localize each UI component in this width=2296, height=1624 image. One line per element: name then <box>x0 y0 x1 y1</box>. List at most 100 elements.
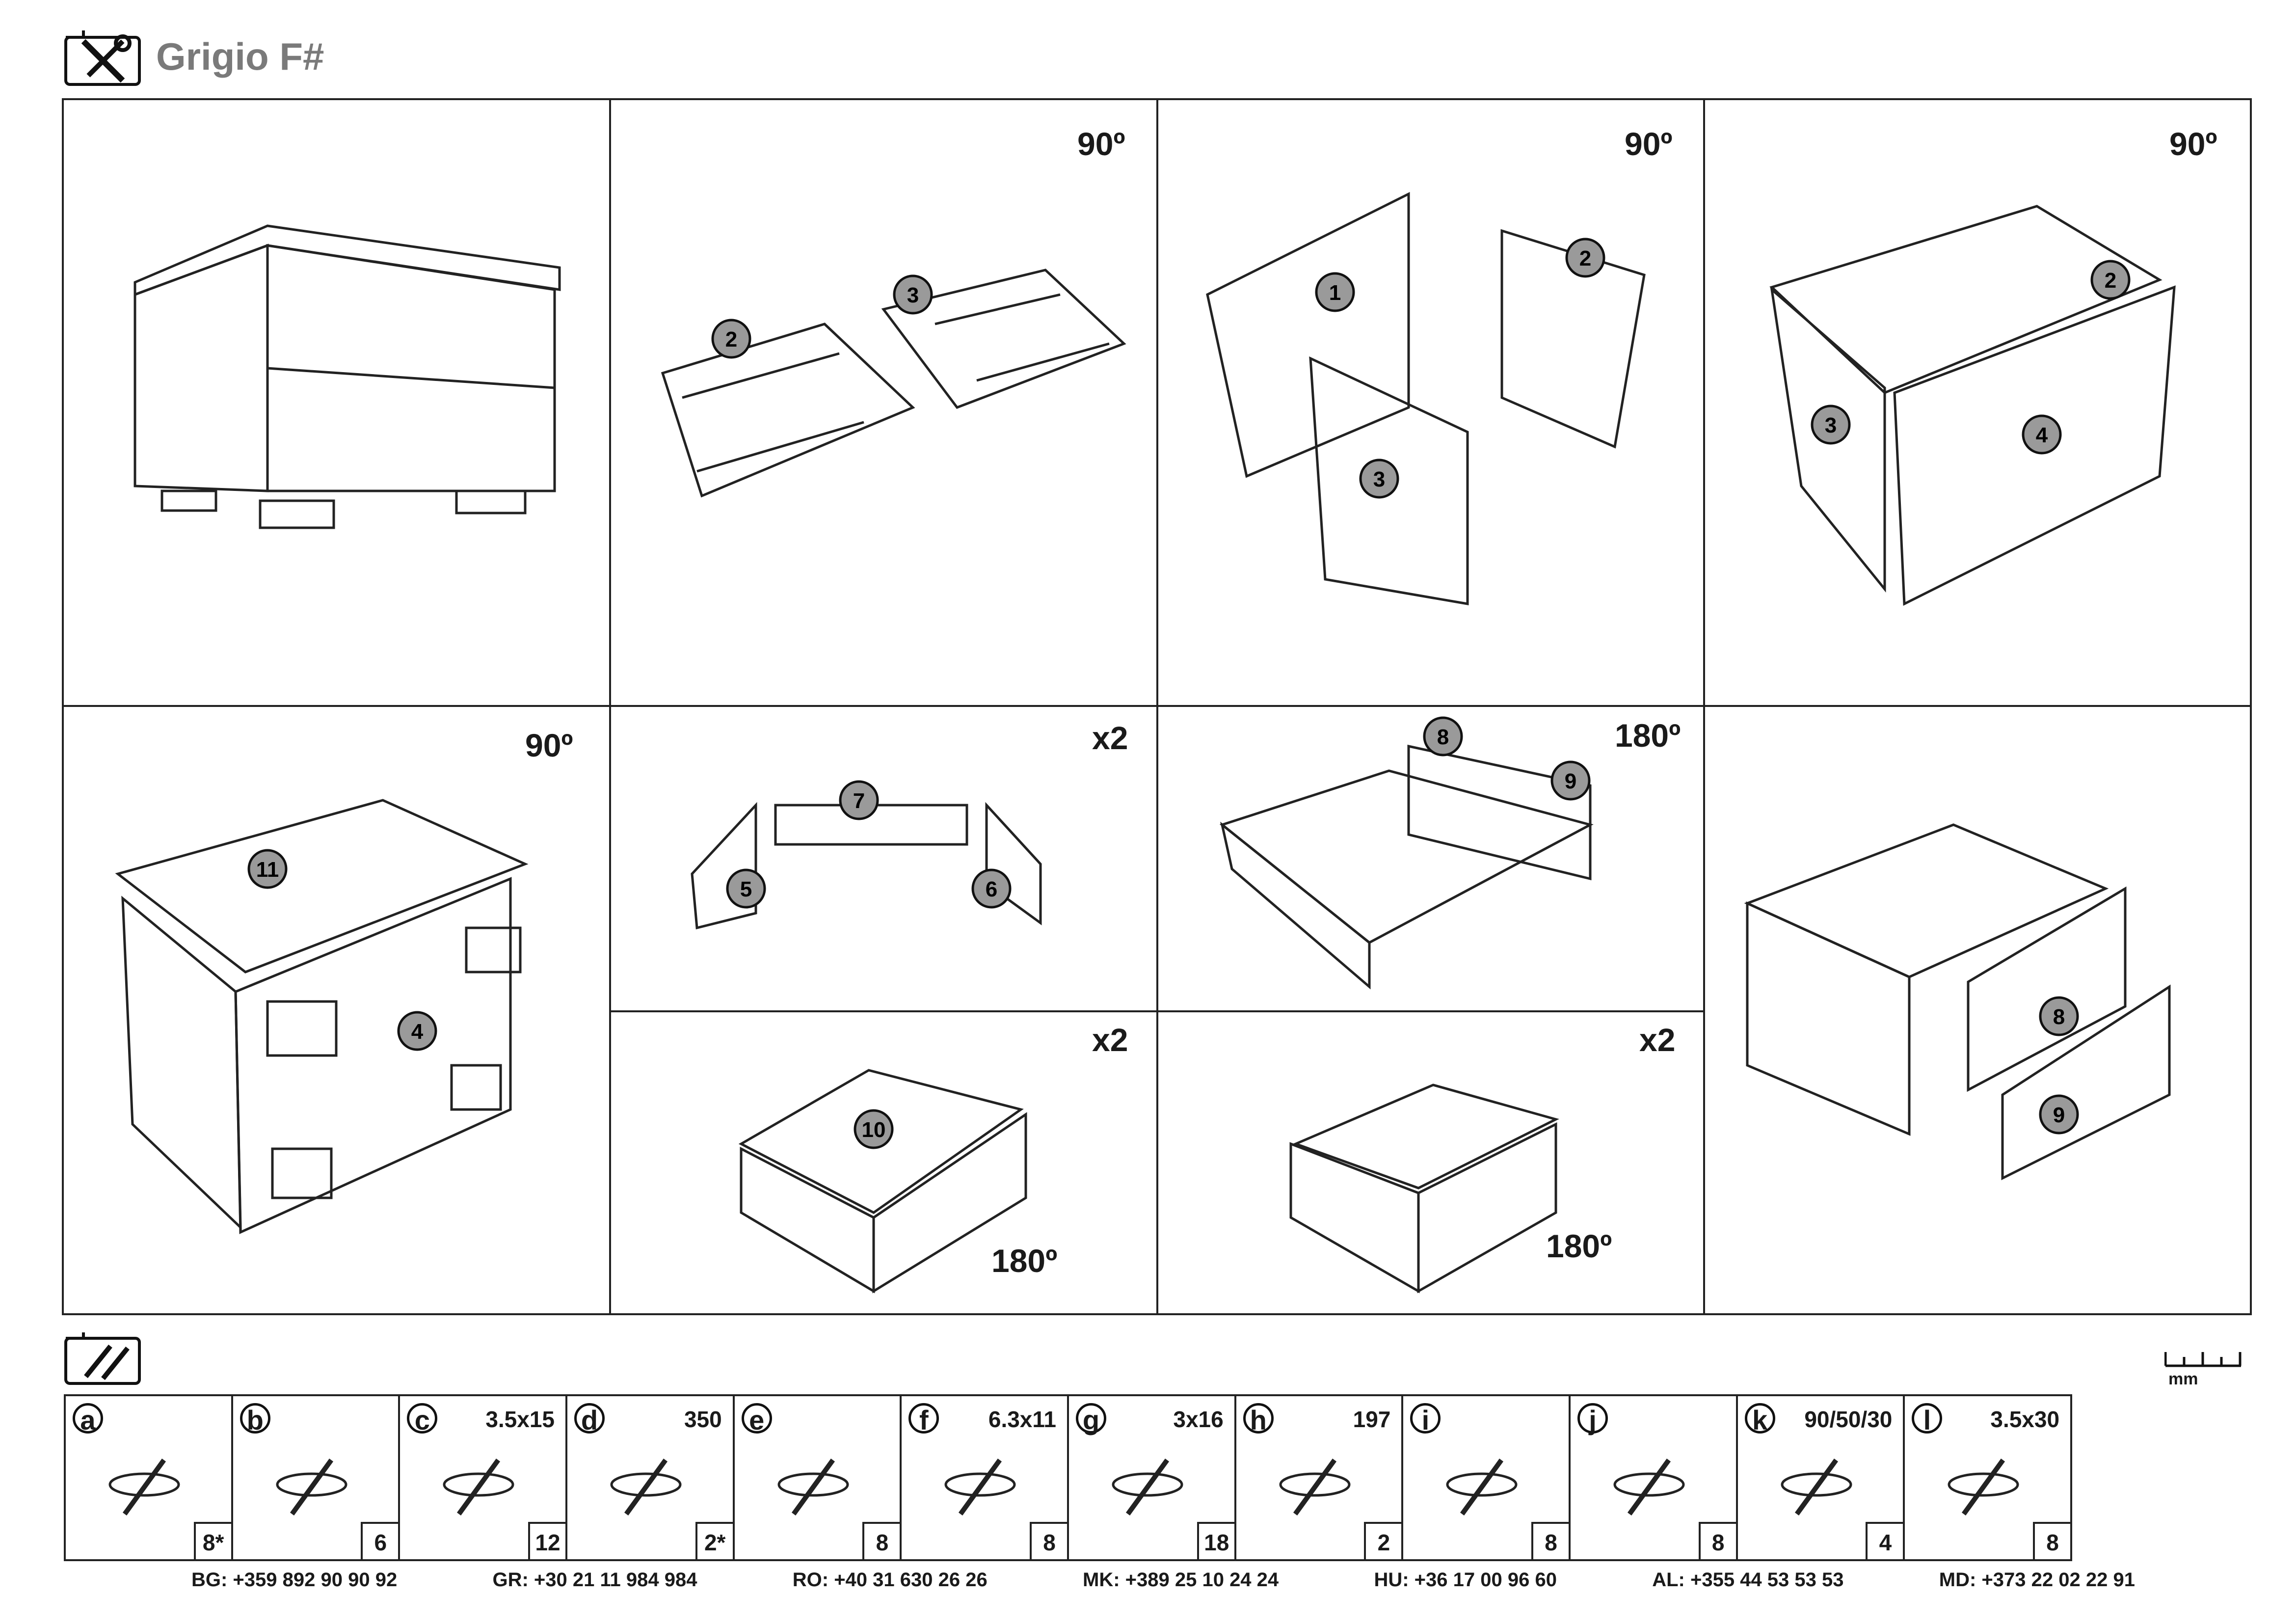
panel-number: 9 <box>2053 1103 2065 1127</box>
part-dimension: 3x16 <box>1173 1407 1224 1432</box>
screw-icon <box>443 1459 514 1516</box>
panel-number-bubble <box>1359 459 1399 499</box>
top-panel-and-feet <box>115 799 529 1234</box>
panel-number-bubble <box>1811 405 1851 445</box>
part-letter: i <box>1410 1403 1441 1435</box>
part-dimension: 90/50/30 <box>1804 1407 1893 1432</box>
tools-icon <box>64 30 141 86</box>
part-quantity: 12 <box>528 1522 566 1559</box>
panel-number-bubble <box>839 780 879 820</box>
product-title: Grigio F# <box>156 35 324 78</box>
panel-number: 11 <box>256 858 279 882</box>
part-quantity: 8 <box>1698 1522 1736 1559</box>
quantity-x2-label: x2 <box>1639 1022 1676 1058</box>
drawer-parts <box>691 802 1042 930</box>
phone-entry: HU: +36 17 00 96 60 <box>1374 1569 1557 1591</box>
rotate-90-label: 90º <box>525 727 573 763</box>
panel-number: 5 <box>740 877 752 901</box>
phone-entry: AL: +355 44 53 53 53 <box>1652 1569 1844 1591</box>
panel-number-bubble <box>2022 414 2062 455</box>
panel-number-bubble <box>397 1011 437 1051</box>
panel-number: 3 <box>1825 413 1837 437</box>
finished-cabinet <box>133 224 561 529</box>
ruler-icon <box>2164 1352 2242 1367</box>
part-letter: f <box>908 1403 939 1435</box>
panel-number: 1 <box>1329 281 1341 305</box>
part-quantity: 8 <box>1531 1522 1569 1559</box>
part-quantity: 2* <box>695 1522 733 1559</box>
panel-number: 7 <box>853 789 865 813</box>
long-screw-icon <box>777 1459 849 1516</box>
phone-entry: GR: +30 21 11 984 984 <box>492 1569 697 1591</box>
panel-number: 10 <box>862 1118 886 1142</box>
part-quantity: 8 <box>1030 1522 1068 1559</box>
part-letter: j <box>1577 1403 1608 1435</box>
part-f: f 6.3x11 8 <box>902 1396 1069 1559</box>
part-quantity: 2 <box>1364 1522 1402 1559</box>
side-panels-with-runners <box>661 269 1126 498</box>
drawer-handle-icon <box>1279 1459 1351 1516</box>
part-quantity: 6 <box>361 1522 399 1559</box>
screw-icon <box>1948 1459 2019 1516</box>
cam-lock-fitting-icon <box>108 1459 180 1516</box>
panel-number-bubble <box>2039 996 2079 1036</box>
part-dimension: 3.5x15 <box>485 1407 555 1432</box>
screw-icon <box>1112 1459 1183 1516</box>
panel-number-bubble <box>726 868 766 909</box>
panel-number: 2 <box>1579 246 1591 271</box>
part-h: h 197 2 <box>1236 1396 1404 1559</box>
rotate-90-label: 90º <box>1077 126 1125 162</box>
panel-number: 4 <box>2036 423 2048 447</box>
rotate-180-label: 180º <box>991 1243 1058 1279</box>
plastic-foot-icon <box>1781 1459 1852 1516</box>
part-quantity: 8* <box>193 1522 231 1559</box>
part-quantity: 8 <box>2033 1522 2071 1559</box>
part-quantity: 4 <box>1866 1522 1903 1559</box>
panel-number-bubble <box>971 868 1012 909</box>
hardware-icon <box>64 1332 141 1385</box>
drawer-runner-icon <box>610 1459 682 1516</box>
rotate-180-label: 180º <box>1615 717 1681 754</box>
panel-number: 8 <box>1437 725 1449 749</box>
part-letter: l <box>1912 1403 1943 1435</box>
panel-number: 2 <box>2105 269 2116 293</box>
part-letter: g <box>1076 1403 1107 1435</box>
panel-number: 2 <box>725 327 737 352</box>
part-c: c 3.5x15 12 <box>400 1396 568 1559</box>
quantity-x2-label: x2 <box>1092 1022 1128 1058</box>
part-dimension: 3.5x30 <box>1990 1407 2060 1432</box>
part-letter: k <box>1744 1403 1775 1435</box>
panel-number: 9 <box>1565 769 1576 793</box>
part-letter: h <box>1243 1403 1274 1435</box>
rotate-90-label: 90º <box>2169 126 2217 162</box>
panel-number-bubble <box>247 849 288 889</box>
part-dimension: 197 <box>1353 1407 1391 1432</box>
panel-number: 4 <box>411 1020 424 1044</box>
wooden-dowel-icon <box>276 1459 347 1516</box>
quantity-x2-label: x2 <box>1092 720 1128 756</box>
part-letter: b <box>240 1403 270 1435</box>
panel-number-bubble <box>1550 760 1591 801</box>
flat-glide-icon <box>1613 1459 1685 1516</box>
drawer-runners-mounted <box>1289 1083 1559 1294</box>
drawer-bottom-10 <box>738 1069 1027 1294</box>
rotate-180-label: 180º <box>1546 1228 1612 1264</box>
panel-number: 8 <box>2053 1005 2065 1029</box>
part-k: k 90/50/30 4 <box>1738 1396 1905 1559</box>
part-letter: a <box>73 1403 103 1435</box>
panel-number: 3 <box>1373 467 1385 491</box>
part-letter: c <box>407 1403 438 1435</box>
drawer-front-8-9 <box>1219 744 1594 990</box>
phone-entry: BG: +359 892 90 90 92 <box>191 1569 398 1591</box>
ruler-unit: mm <box>2168 1370 2198 1388</box>
panel-number: 3 <box>907 283 919 307</box>
part-l: l 3.5x30 8 <box>1905 1396 2071 1559</box>
part-letter: d <box>574 1403 605 1435</box>
part-dimension: 6.3x11 <box>988 1407 1057 1432</box>
